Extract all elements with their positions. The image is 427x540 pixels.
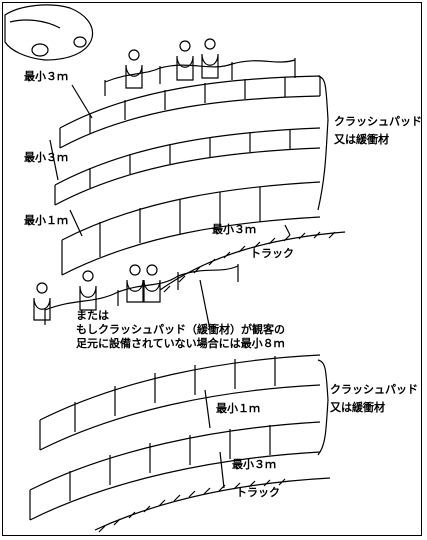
label-note-line1: もしクラッシュパッド（緩衝材）が観客の — [76, 323, 285, 336]
label-bottom-crash-pad: クラッシュパッド — [330, 383, 418, 396]
barrier-wall-3 — [61, 181, 321, 276]
label-note-line2: 足元に設備されていない場合には最小８ｍ — [76, 337, 285, 350]
label-bottom-track: トラック — [236, 486, 280, 499]
label-top-min3-track: 最小３ｍ — [212, 223, 256, 236]
label-bottom-min3: 最小３ｍ — [232, 458, 276, 471]
distance-arrows-top — [49, 84, 291, 237]
barrier-wall-4 — [39, 354, 321, 451]
spectators-top — [125, 38, 219, 89]
bracket-top — [317, 75, 329, 211]
spectators-middle — [33, 264, 161, 321]
diagram-frame — [2, 2, 422, 536]
label-bottom-cushion: 又は緩衝材 — [330, 401, 385, 414]
label-top-cushion: 又は緩衝材 — [334, 133, 389, 146]
label-top-min3-b: 最小３ｍ — [24, 151, 68, 164]
car-illustration — [4, 4, 94, 61]
barrier-wall-1 — [59, 75, 321, 149]
label-bottom-min1: 最小１ｍ — [216, 402, 260, 415]
rope-fence-middle — [44, 264, 239, 331]
rope-fence-top — [104, 58, 296, 96]
barrier-wall-2 — [54, 127, 321, 206]
track-edge-top — [159, 231, 346, 293]
label-top-crash-pad: クラッシュパッド — [334, 115, 422, 128]
barrier-wall-5 — [29, 421, 321, 521]
label-top-min1: 最小１ｍ — [24, 214, 68, 227]
label-top-track: トラック — [250, 247, 294, 260]
bracket-bottom — [317, 359, 329, 456]
label-or: または — [76, 309, 109, 322]
track-edge-bottom — [94, 477, 331, 533]
distance-arrows-bottom — [204, 389, 225, 489]
label-top-min3-a: 最小３ｍ — [24, 70, 68, 83]
